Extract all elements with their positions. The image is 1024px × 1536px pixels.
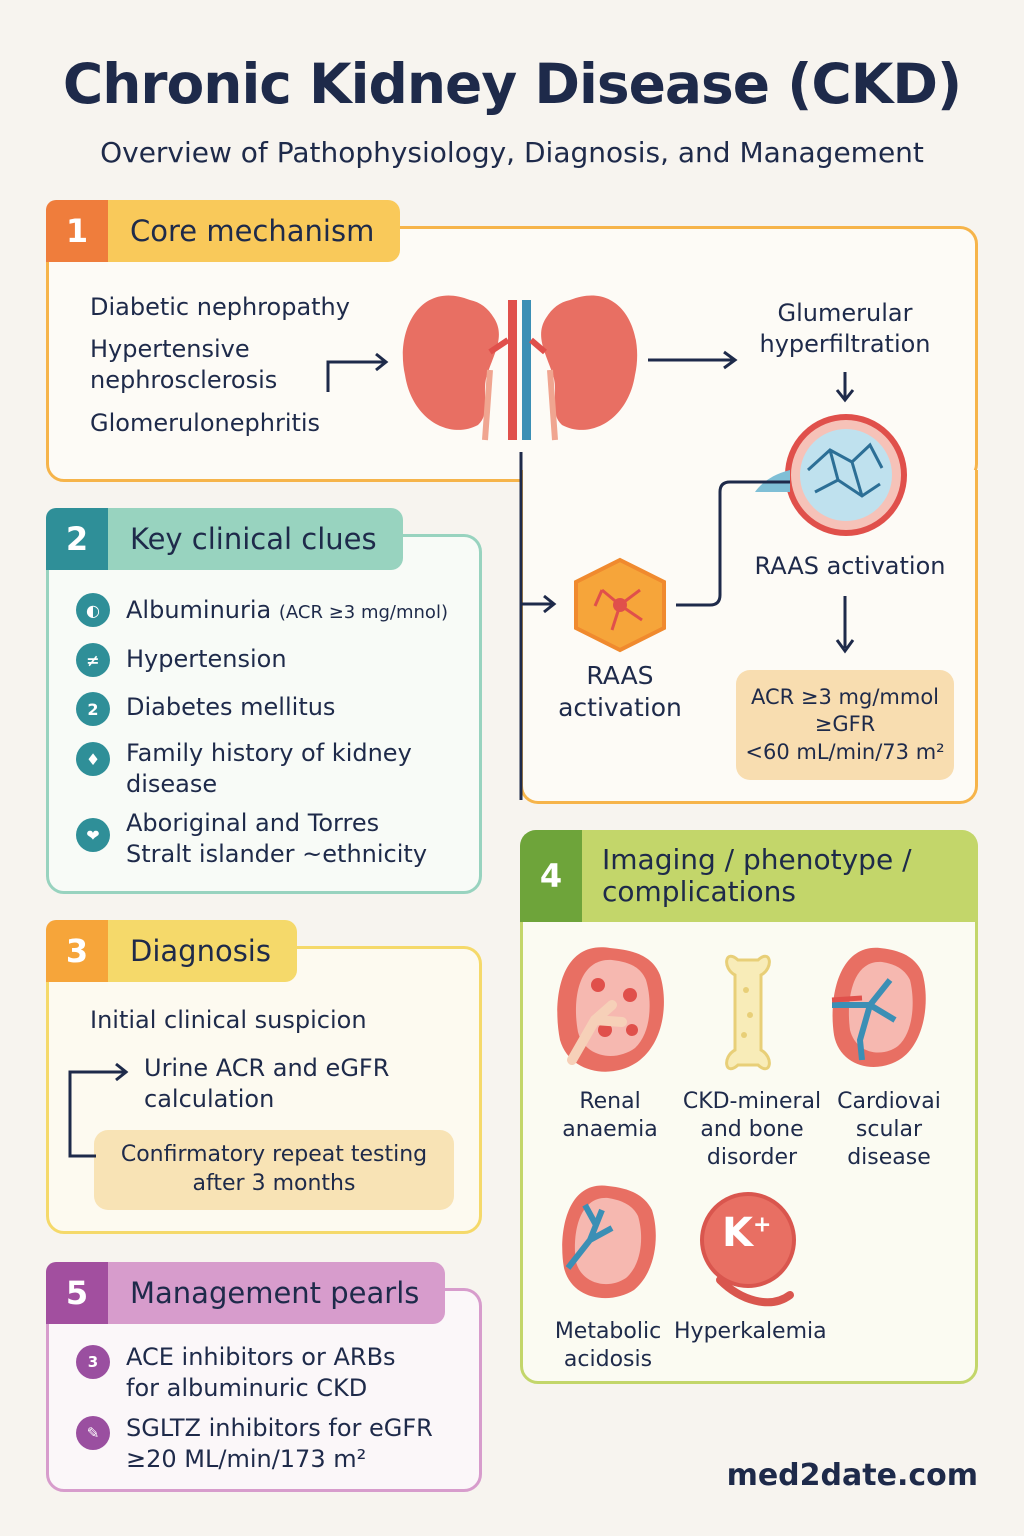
potassium-icon (700, 1192, 796, 1307)
glomerulus-icon (755, 414, 907, 536)
section-1-title: Core mechanism (108, 200, 401, 262)
raas-activation-center-label: RAAS activation (558, 661, 682, 722)
section-2-number: 2 (46, 508, 108, 570)
footer-brand: med2date.com (726, 1458, 978, 1493)
ace-inhibitor-icon: 3 (76, 1345, 110, 1379)
section-2-header: 2 Key clinical clues (46, 508, 403, 570)
section-2-title: Key clinical clues (108, 508, 403, 570)
sglt2-inhibitor-icon: ✎ (76, 1416, 110, 1450)
clue-albuminuria: Albuminuria (ACR ≥3 mg/mnol) (126, 595, 448, 626)
section-4-header: 4 Imaging / phenotype / complications (520, 830, 978, 922)
diabetes-icon: 2 (76, 692, 110, 726)
renal-anaemia-kidney-icon (557, 947, 664, 1072)
complication-cardiovascular: Cardiovai scular disease (837, 1089, 941, 1171)
metabolic-acidosis-kidney-icon (562, 1185, 656, 1299)
complication-ckd-mineral-bone: CKD-mineral and bone disorder (682, 1089, 822, 1171)
clue-albuminuria-note: (ACR ≥3 mg/mnol) (278, 602, 448, 623)
bone-icon (725, 954, 771, 1071)
complication-metabolic-acidosis: Metabolic acidosis (554, 1319, 662, 1373)
hypertension-icon: ≠ (76, 643, 110, 677)
section-5-header: 5 Management pearls (46, 1262, 446, 1324)
raas-hexagon-icon (574, 557, 666, 653)
cause-glomerulonephritis: Glomerulonephritis (90, 409, 321, 437)
page-title: Chronic Kidney Disease (CKD) (62, 52, 962, 116)
potassium-symbol: K+ (722, 1210, 771, 1256)
ethnicity-icon: ❤ (76, 818, 110, 852)
clue-diabetes-mellitus: Diabetes mellitus (126, 693, 336, 721)
section-3-title: Diagnosis (108, 920, 297, 982)
cause-diabetic-nephropathy: Diabetic nephropathy (90, 293, 350, 321)
family-history-icon: ♦ (76, 742, 110, 776)
kidneys-icon (402, 295, 638, 441)
section-3-header: 3 Diagnosis (46, 920, 297, 982)
potassium-charge: + (753, 1212, 772, 1238)
clue-albuminuria-label: Albuminuria (126, 596, 272, 624)
section-4-title: Imaging / phenotype / complications (582, 830, 978, 922)
management-ace-arb: ACE inhibitors or ARBs for albuminuric C… (126, 1343, 396, 1402)
complication-hyperkalemia: Hyperkalemia (674, 1319, 827, 1344)
page-subtitle: Overview of Pathophysiology, Diagnosis, … (100, 136, 924, 169)
glomerular-hyperfiltration-label: Glumerular hyperfiltration (759, 299, 931, 358)
diagnosis-step-initial-suspicion: Initial clinical suspicion (90, 1006, 367, 1034)
complication-renal-anaemia: Renal anaemia (562, 1089, 658, 1143)
management-sglt2: SGLTZ inhibitors for eGFR ≥20 ML/min/173… (126, 1414, 433, 1473)
cardiovascular-kidney-icon (831, 947, 926, 1067)
clue-family-history: Family history of kidney disease (126, 739, 412, 798)
acr-gfr-threshold-callout: ACR ≥3 mg/mmol ≥GFR <60 mL/min/73 m² (736, 670, 954, 780)
raas-activation-right-label: RAAS activation (754, 552, 946, 580)
section-4-number: 4 (520, 830, 582, 922)
albuminuria-icon: ◐ (76, 593, 110, 627)
clue-ethnicity: Aboriginal and Torres Stralt islander ~e… (126, 809, 428, 868)
diagnosis-step-urine-acr: Urine ACR and eGFR calculation (144, 1054, 390, 1113)
section-1-header: 1 Core mechanism (46, 200, 401, 262)
cause-hypertensive-nephrosclerosis: Hypertensive nephrosclerosis (90, 335, 278, 394)
diagnosis-step-confirmatory-testing: Confirmatory repeat testing after 3 mont… (94, 1130, 454, 1210)
section-5-title: Management pearls (108, 1262, 446, 1324)
clue-hypertension: Hypertension (126, 645, 287, 673)
section-5-number: 5 (46, 1262, 108, 1324)
potassium-letter: K (722, 1210, 753, 1256)
section-3-number: 3 (46, 920, 108, 982)
section-1-number: 1 (46, 200, 108, 262)
